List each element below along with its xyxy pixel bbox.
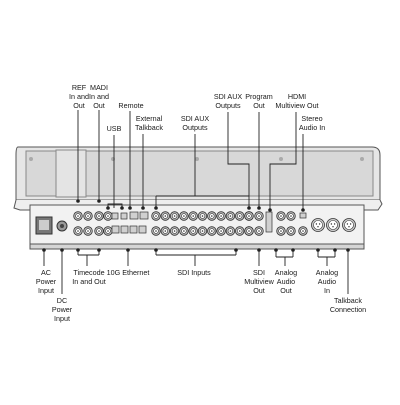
usb-port	[111, 212, 119, 220]
sdi-connector	[216, 226, 226, 236]
sdi-connector	[207, 211, 217, 221]
sdi-connector	[216, 211, 226, 221]
bnc-connector	[83, 211, 93, 221]
leader-lines	[42, 110, 350, 294]
sdi-connector	[151, 211, 161, 221]
label-sdi-aux-outputs: SDI AUX Outputs	[213, 92, 243, 110]
program-out-connector	[254, 226, 264, 236]
sdi-connector	[160, 211, 171, 221]
dc-power-jack	[56, 220, 68, 232]
label-ref: REF In and Out	[69, 83, 89, 110]
bnc-connector	[73, 226, 83, 236]
sdi-connector	[179, 211, 189, 221]
sdi-connector	[207, 226, 217, 236]
audio-connector	[276, 226, 286, 236]
label-sdi-aux-inner: SDI AUX Outputs	[180, 114, 210, 132]
bnc-connector	[103, 211, 113, 221]
sdi-connector	[234, 226, 245, 236]
xlr-connector	[326, 218, 340, 232]
sdi-connector	[179, 226, 189, 236]
label-talkback: Talkback Connection	[329, 296, 367, 314]
ethernet-port	[129, 225, 138, 234]
sdi-connector	[234, 211, 245, 221]
label-madi: MADI In and Out	[89, 83, 109, 110]
sdi-connector	[151, 226, 161, 236]
label-analog-audio-in: Analog Audio In	[315, 268, 339, 295]
label-sdi-multiview: SDI Multiview Out	[244, 268, 274, 295]
audio-connector	[286, 211, 296, 221]
label-dc-power: DC Power Input	[51, 296, 73, 323]
bnc-connector	[94, 226, 104, 236]
connector-row	[73, 211, 356, 236]
usb-port	[120, 212, 128, 220]
label-timecode: Timecode In and Out	[72, 268, 106, 286]
label-sdi-inputs: SDI Inputs	[177, 268, 211, 277]
chassis	[13, 146, 383, 250]
bnc-connector	[103, 226, 113, 236]
label-usb: USB	[106, 124, 122, 133]
ethernet-port	[111, 225, 120, 234]
sdi-connector	[197, 211, 208, 221]
sdi-connector	[197, 226, 208, 236]
stereo-audio-jack	[299, 212, 307, 219]
sdi-connector	[169, 211, 180, 221]
program-out-connector	[254, 211, 264, 221]
label-ac-power: AC Power Input	[35, 268, 57, 295]
xlr-connector	[342, 218, 356, 232]
bnc-connector	[94, 211, 104, 221]
hdmi-port	[265, 211, 273, 233]
label-analog-audio-out: Analog Audio Out	[274, 268, 298, 295]
audio-connector	[286, 226, 296, 236]
bnc-connector	[73, 211, 83, 221]
ethernet-port	[138, 225, 147, 234]
label-program-out: Program Out	[245, 92, 273, 110]
remote-port	[129, 211, 139, 220]
label-hdmi-multiview: HDMI Multiview Out	[275, 92, 319, 110]
label-external-talkback: External Talkback	[135, 114, 163, 132]
sdi-connector	[169, 226, 180, 236]
bnc-connector	[83, 226, 93, 236]
sdi-connector	[188, 211, 198, 221]
sdi-multiview-connector	[244, 226, 254, 236]
sdi-aux-connector	[244, 211, 254, 221]
label-remote: Remote	[118, 101, 144, 110]
sdi-connector	[160, 226, 171, 236]
audio-connector	[276, 211, 286, 221]
audio-connector	[298, 226, 308, 236]
ac-power-inlet	[35, 216, 53, 235]
talkback-port	[139, 211, 149, 220]
label-ethernet: 10G Ethernet	[106, 268, 150, 277]
xlr-connector	[311, 218, 325, 232]
sdi-connector	[225, 226, 236, 236]
label-stereo-audio-in: Stereo Audio In	[298, 114, 326, 132]
sdi-connector	[188, 226, 198, 236]
sdi-connector	[225, 211, 236, 221]
ethernet-port	[120, 225, 129, 234]
